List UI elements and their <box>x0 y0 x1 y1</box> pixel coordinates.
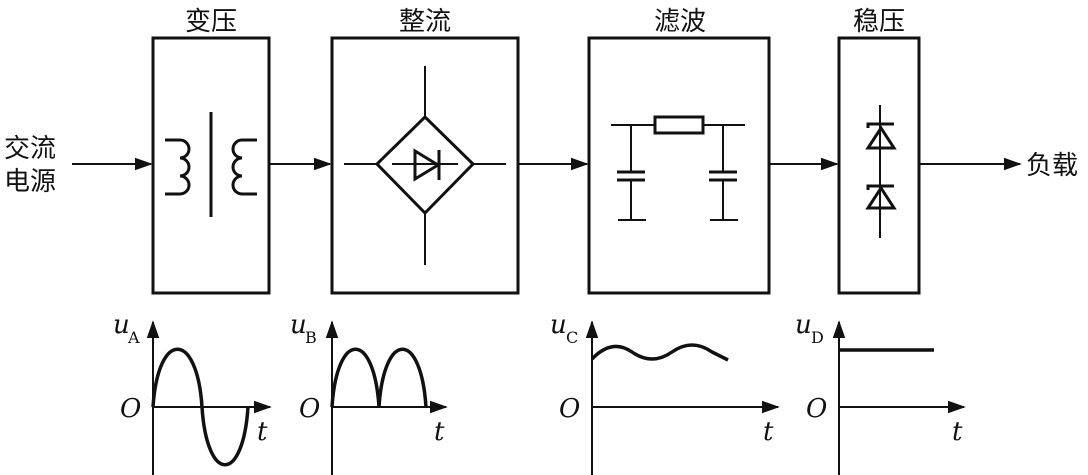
transformer-symbol <box>165 112 257 217</box>
wave-d-variable: u <box>795 310 812 340</box>
wave-a-time: t <box>257 417 268 447</box>
waveform-plot-a: u A O t <box>113 310 272 475</box>
transformer-block <box>151 36 271 295</box>
input-label-line2: 电源 <box>4 167 56 197</box>
wave-a-variable: u <box>113 310 130 340</box>
filter-block <box>587 36 771 295</box>
wave-a-subscript: A <box>127 328 140 347</box>
wave-a-origin: O <box>120 394 141 424</box>
regulator-block <box>837 36 921 295</box>
wave-d-origin: O <box>806 394 827 424</box>
stage-title-filter: 滤波 <box>654 7 706 37</box>
rectifier-block <box>330 36 520 295</box>
stage-title-regulator: 稳压 <box>853 7 905 37</box>
filter-symbol <box>611 115 745 221</box>
stage-title-rectifier: 整流 <box>399 7 451 37</box>
wave-c-variable: u <box>550 310 567 340</box>
waveform-plot-c: u C O t <box>550 310 780 475</box>
wave-d-subscript: D <box>811 328 824 347</box>
wave-c-time: t <box>763 417 774 447</box>
wave-c-subscript: C <box>566 328 578 347</box>
wave-c-origin: O <box>559 394 580 424</box>
wave-b-origin: O <box>299 394 320 424</box>
wave-b-time: t <box>434 417 445 447</box>
waveform-plot-d: u D O t <box>795 310 966 475</box>
stage-title-transformer: 变压 <box>185 7 237 37</box>
zener-diode-symbol <box>865 105 897 238</box>
wave-d-time: t <box>952 417 963 447</box>
wave-b-variable: u <box>290 310 307 340</box>
bridge-rectifier-symbol <box>344 66 506 265</box>
waveform-plot-b: u B O t <box>290 310 448 475</box>
input-label-line1: 交流 <box>4 134 56 164</box>
output-label: 负载 <box>1026 151 1078 181</box>
wave-b-subscript: B <box>305 328 317 347</box>
